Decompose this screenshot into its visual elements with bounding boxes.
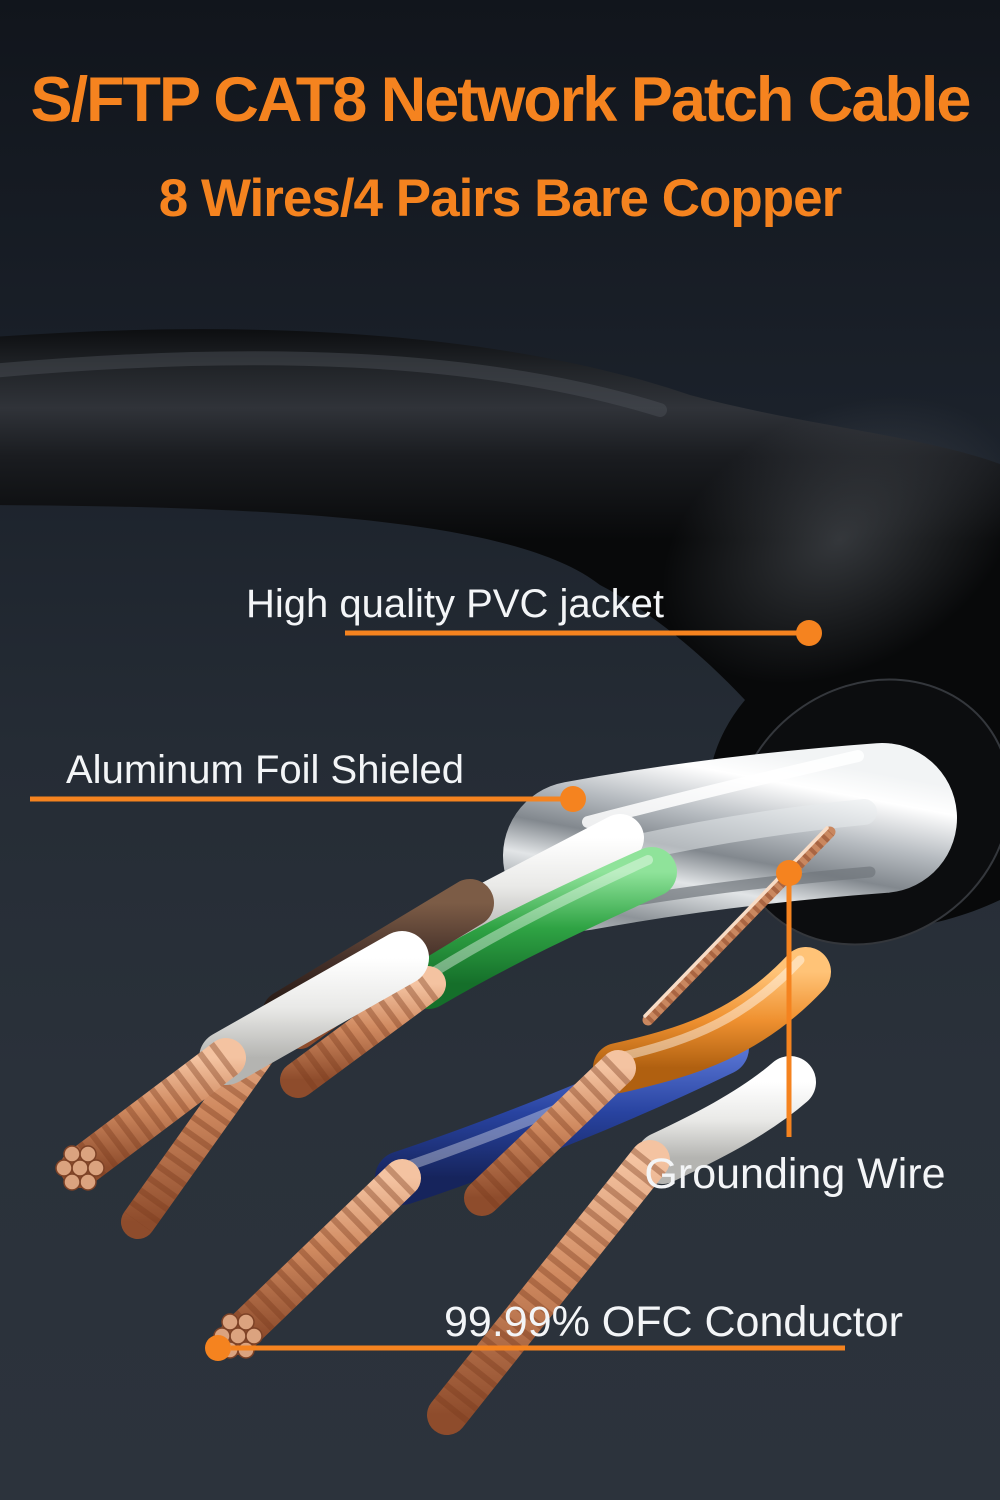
jacket-top-sheen [0, 351, 667, 417]
wire-insulation [593, 947, 831, 1093]
ofc-conductor-dot [205, 1335, 231, 1361]
copper-twist-texture [287, 969, 439, 1095]
ground-wire-twist [644, 828, 834, 1024]
foil-highlight [582, 750, 864, 828]
callout-leader-lines [30, 620, 845, 1361]
ground-wire-body [642, 826, 836, 1026]
conductor-strands [55, 1145, 105, 1191]
wire-insulation [199, 931, 429, 1085]
page-subtitle: 8 Wires/4 Pairs Bare Copper [158, 169, 842, 228]
copper-conductor [464, 1050, 636, 1216]
foil-shield-dot [560, 786, 586, 812]
copper-conductor [427, 1140, 670, 1435]
pvc-jacket-dot [796, 620, 822, 646]
wire-green [280, 847, 677, 1098]
grounding-wire-dot [776, 860, 802, 886]
wire-insulation [403, 847, 677, 1009]
jacket-bend-sheen [661, 396, 1000, 684]
foil-shield-label: Aluminum Foil Shieled [66, 748, 464, 792]
wire-orange [464, 947, 831, 1216]
copper-twist-texture [67, 1042, 239, 1184]
wire-insulation [636, 1056, 816, 1184]
copper-twist-texture [469, 1054, 631, 1212]
insulation-highlight [619, 955, 805, 1061]
insulation-highlight [429, 855, 653, 977]
copper-conductor [60, 1038, 246, 1188]
pvc-jacket-label: High quality PVC jacket [246, 582, 664, 626]
ofc-conductor-label: 99.99% OFC Conductor [444, 1298, 903, 1346]
copper-twist-texture [124, 1004, 300, 1232]
wire-white-2 [55, 931, 429, 1191]
copper-twist-texture [431, 1147, 666, 1428]
wire-white-3 [427, 1056, 816, 1435]
copper-conductor [219, 1159, 421, 1355]
page-title: S/FTP CAT8 Network Patch Cable [30, 65, 972, 135]
grounding-wire-label: Grounding Wire [644, 1150, 946, 1198]
grounding-wire [642, 826, 836, 1026]
copper-conductor [280, 966, 446, 1098]
ground-wire-highlight [643, 826, 829, 1018]
